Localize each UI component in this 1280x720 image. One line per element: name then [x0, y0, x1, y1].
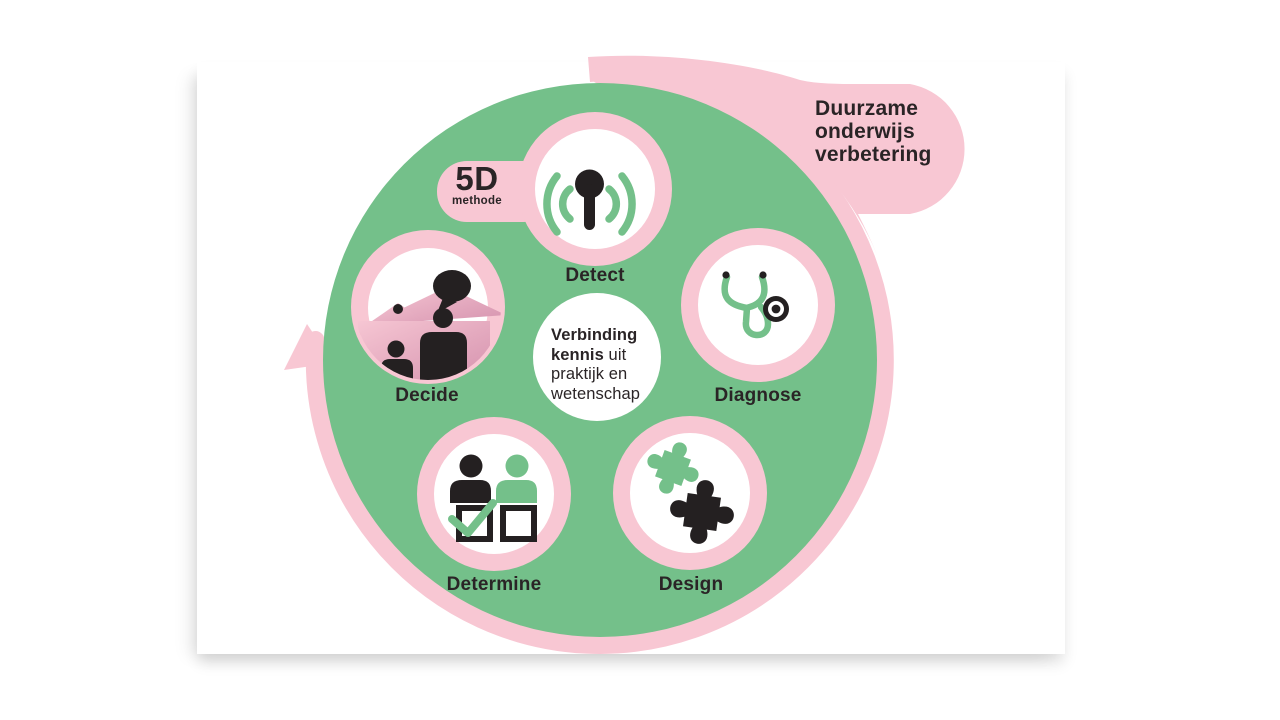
center-circle-text: Verbinding kennis uit praktijk en wetens…	[551, 326, 640, 404]
outcome-line-3: verbetering	[815, 143, 932, 166]
outcome-line-1: Duurzame	[815, 97, 919, 120]
stage-label-detect: Detect	[565, 265, 625, 286]
center-line-2-rest: uit	[603, 345, 627, 364]
center-line-1: Verbinding	[551, 326, 638, 344]
people-checkbox-icon	[448, 454, 537, 542]
cycle-arrow-band	[305, 66, 894, 654]
cycle-arrowhead	[284, 324, 333, 370]
outcome-bubble-text: Duurzame onderwijs verbetering	[815, 97, 932, 166]
outcome-bubble-shape	[588, 55, 965, 257]
stage-label-design: Design	[658, 574, 724, 595]
stage-node-design	[613, 416, 767, 570]
center-line-3: praktijk en	[551, 365, 628, 383]
stethoscope-icon	[721, 271, 789, 339]
signal-antenna-icon	[543, 169, 636, 236]
stage-node-diagnose	[681, 228, 835, 382]
stage-label-diagnose: Diagnose	[714, 385, 802, 406]
stage-node-determine	[417, 417, 571, 571]
stage-node-detect	[518, 112, 672, 266]
center-circle	[533, 293, 661, 421]
center-line-4: wetenschap	[551, 384, 641, 403]
people-house-speech-icon	[355, 270, 501, 380]
center-line-2-bold: kennis	[551, 345, 604, 364]
method-badge-subtitle: methode	[451, 195, 503, 207]
stage-label-determine: Determine	[446, 574, 542, 595]
stage-node-decide	[351, 230, 505, 384]
stage-label-decide: Decide	[395, 385, 459, 406]
outcome-line-2: onderwijs	[815, 120, 915, 143]
method-badge: 5D methode	[451, 160, 503, 207]
method-badge-title: 5D	[455, 160, 499, 197]
